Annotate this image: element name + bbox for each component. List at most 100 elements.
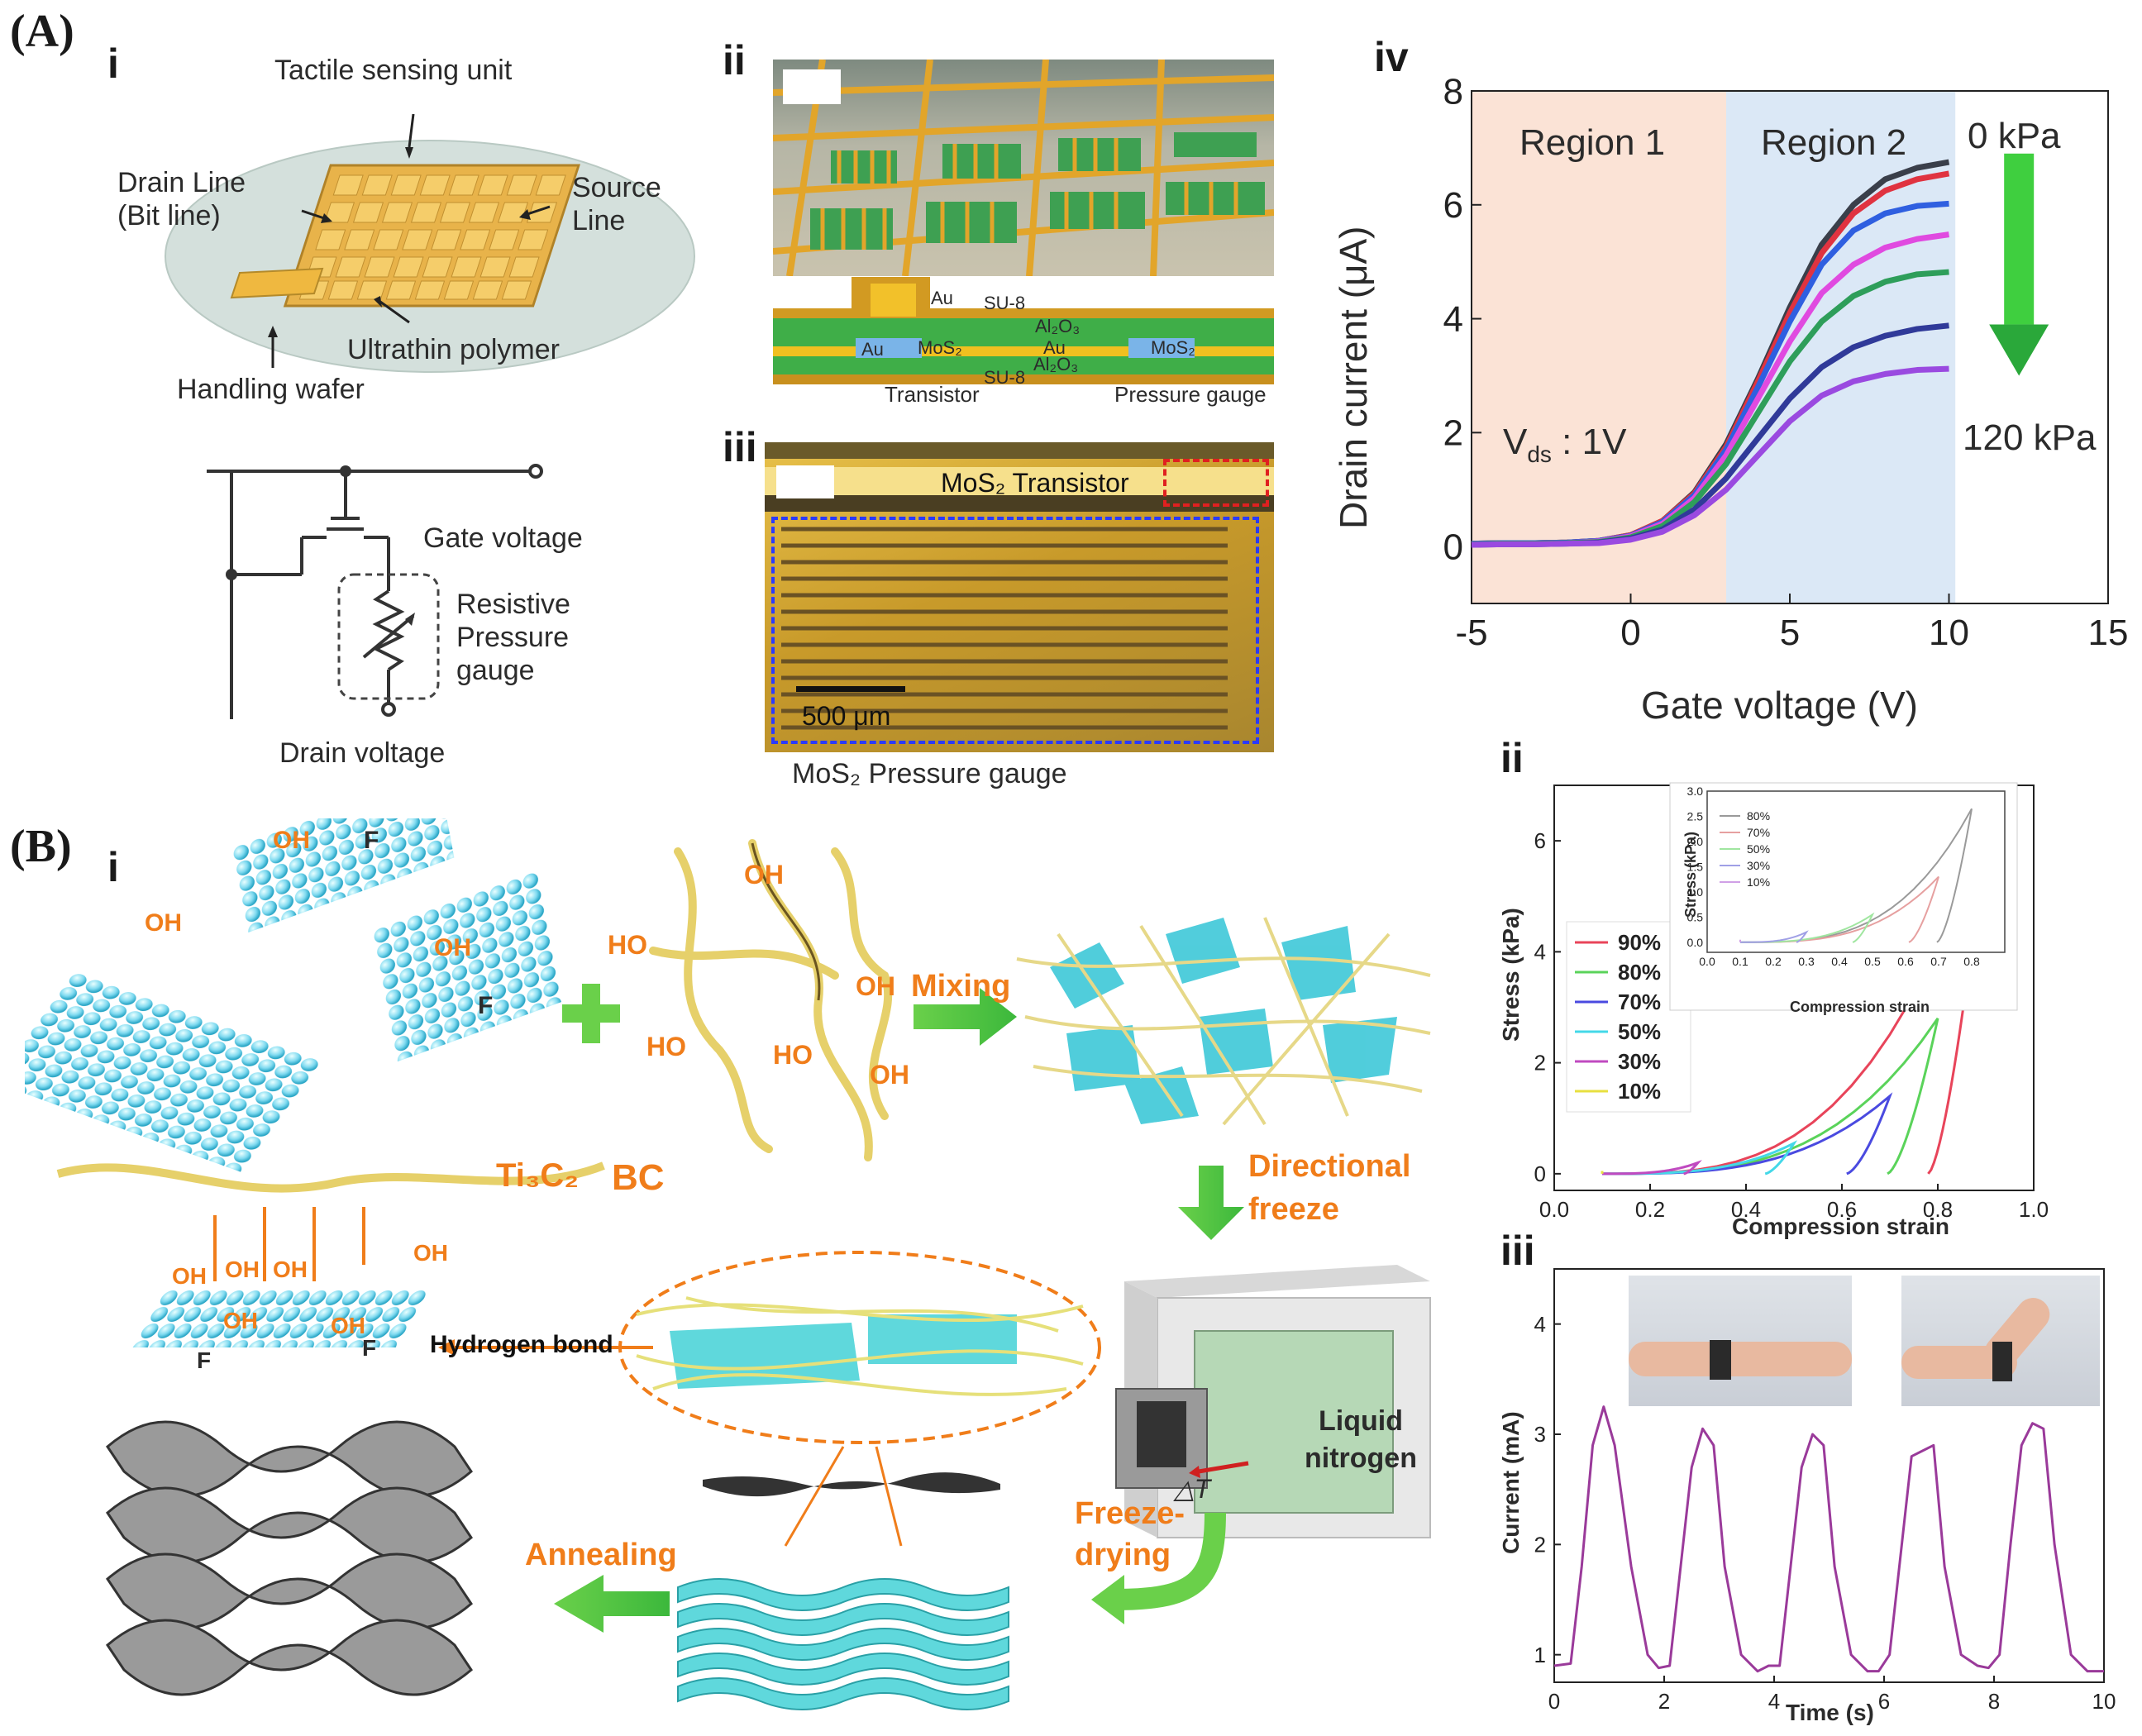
vds-sub: ds bbox=[1527, 441, 1552, 467]
micrograph-image bbox=[765, 442, 1274, 752]
directional-label: Directional bbox=[1248, 1149, 1411, 1184]
iv-region-band bbox=[1472, 91, 1726, 603]
bii-y-tick-label: 4 bbox=[1534, 939, 1546, 964]
bii-legend-label: 50% bbox=[1618, 1019, 1661, 1044]
pressure-label: Pressure bbox=[456, 622, 570, 653]
biii-y-tick-label: 1 bbox=[1534, 1643, 1546, 1667]
bii-inset-x-tick-label: 0.4 bbox=[1831, 955, 1848, 968]
ti3c2-label: Ti₃C₂ bbox=[496, 1157, 579, 1194]
iv-x-tick-label: 10 bbox=[1929, 613, 1969, 653]
bii-inset-series-line-50% bbox=[1739, 912, 1875, 943]
transistor-label: Transistor bbox=[885, 382, 980, 407]
bii-x-tick-label: 0.6 bbox=[1827, 1197, 1857, 1222]
f-label-2: F bbox=[478, 992, 494, 1019]
bii-inset-legend-label: 70% bbox=[1747, 826, 1770, 839]
iv-x-tick-label: 15 bbox=[2088, 613, 2129, 653]
bii-inset-y-tick-label: 2.5 bbox=[1687, 809, 1704, 823]
hb-oh-6: OH bbox=[331, 1313, 365, 1338]
iv-y-tick-label: 6 bbox=[1443, 185, 1463, 226]
panel-label-B-ii: ii bbox=[1500, 735, 1524, 781]
biii-y-tick-label: 3 bbox=[1534, 1422, 1546, 1447]
hb-f-2: F bbox=[362, 1335, 377, 1361]
bii-legend-label: 70% bbox=[1618, 990, 1661, 1014]
ultrathin-polymer-label: Ultrathin polymer bbox=[347, 334, 560, 365]
region-2-label: Region 2 bbox=[1761, 122, 1907, 163]
bii-x-tick-label: 0.2 bbox=[1635, 1197, 1665, 1222]
f-label-1: F bbox=[364, 827, 379, 854]
biii-y-tick-label: 2 bbox=[1534, 1532, 1546, 1557]
pressure-0-label: 0 kPa bbox=[1968, 116, 2061, 156]
iv-x-tick-label: 5 bbox=[1780, 613, 1800, 653]
bii-inset-legend-label: 50% bbox=[1747, 842, 1770, 856]
iv-y-tick-label: 8 bbox=[1443, 71, 1463, 112]
bii-inset-x-tick-label: 0.3 bbox=[1798, 955, 1815, 968]
bii-x-tick-label: 0.4 bbox=[1731, 1197, 1761, 1222]
bii-inset-x-tick-label: 0.6 bbox=[1897, 955, 1914, 968]
bii-x-tick-label: 0.8 bbox=[1923, 1197, 1953, 1222]
bii-inset-x-tick-label: 0.5 bbox=[1864, 955, 1881, 968]
pressure-arrow-shaft bbox=[2004, 153, 2035, 325]
biii-x-tick-label: 8 bbox=[1988, 1689, 2000, 1714]
bii-x-tick-label: 0.0 bbox=[1539, 1197, 1569, 1222]
bc-oh-label-2: OH bbox=[856, 971, 895, 1001]
bii-inset-legend-label: 80% bbox=[1747, 809, 1770, 823]
bii-inset-y-label: Stress (kPa) bbox=[1682, 831, 1699, 918]
au-top-label: Au bbox=[931, 288, 953, 308]
bii-y-tick-label: 6 bbox=[1534, 828, 1546, 853]
su8-top-label: SU-8 bbox=[984, 293, 1026, 313]
bii-inset-x-label: Compression strain bbox=[1790, 999, 1930, 1015]
freeze-drying-label-1: Freeze- bbox=[1075, 1496, 1185, 1531]
bii-inset-axes bbox=[1706, 790, 2006, 953]
pressure-gauge-caption: MoS₂ Pressure gauge bbox=[792, 758, 1067, 789]
pressure-120-label: 120 kPa bbox=[1963, 417, 2097, 458]
pressure-gauge-label: Pressure gauge bbox=[1114, 382, 1267, 407]
panel-label-B-iii: iii bbox=[1500, 1228, 1535, 1274]
drain-voltage-label: Drain voltage bbox=[279, 737, 446, 769]
panel-label-A-iii: iii bbox=[723, 424, 757, 470]
hb-oh-3: OH bbox=[273, 1257, 308, 1282]
gate-voltage-label: Gate voltage bbox=[423, 522, 583, 554]
bii-x-axis-label: Compression strain bbox=[1732, 1214, 1949, 1239]
bii-inset-y-tick-label: 0.0 bbox=[1687, 936, 1704, 949]
biii-x-tick-label: 2 bbox=[1658, 1689, 1670, 1714]
oh-label-2: OH bbox=[145, 909, 182, 937]
hb-oh-1: OH bbox=[172, 1263, 207, 1289]
au-left-label: Au bbox=[861, 339, 884, 360]
source-line-label-1: Source bbox=[572, 172, 661, 203]
bii-inset-series-line-70% bbox=[1739, 875, 1939, 943]
handling-wafer-label: Handling wafer bbox=[177, 374, 365, 405]
resistive-label: Resistive bbox=[456, 589, 570, 620]
bc-label: BC bbox=[612, 1157, 665, 1198]
arm-bent-photo bbox=[1901, 1276, 2100, 1406]
panel-label-B: (B) bbox=[10, 821, 72, 872]
biii-series-line bbox=[1553, 1405, 2104, 1673]
oh-label-1: OH bbox=[273, 827, 310, 854]
au-mid-label: Au bbox=[1043, 337, 1066, 358]
bii-series-line-30% bbox=[1601, 1160, 1702, 1176]
biii-y-tick-label: 4 bbox=[1534, 1312, 1546, 1337]
region-1-label: Region 1 bbox=[1519, 122, 1666, 163]
bii-inset-x-tick-label: 0.1 bbox=[1732, 955, 1748, 968]
scale-bar-label: 500 μm bbox=[802, 701, 891, 731]
bii-inset-x-tick-label: 0.8 bbox=[1963, 955, 1980, 968]
panel-label-A-ii: ii bbox=[723, 37, 746, 83]
al2o3-bot-label: Al₂O₃ bbox=[1033, 354, 1079, 374]
source-line-label-2: Line bbox=[572, 205, 626, 236]
hb-f-1: F bbox=[197, 1347, 212, 1373]
bii-inset-x-tick-label: 0.0 bbox=[1699, 955, 1715, 968]
iv-x-axis-label: Gate voltage (V) bbox=[1641, 684, 1918, 727]
arm-straight-photo bbox=[1629, 1276, 1852, 1406]
bii-inset-legend-label: 10% bbox=[1747, 875, 1770, 889]
bii-inset-x-tick-label: 0.2 bbox=[1765, 955, 1782, 968]
iv-series-line-7 bbox=[1471, 365, 1949, 548]
bc-ho-label-1: HO bbox=[608, 930, 647, 960]
biii-x-tick-label: 6 bbox=[1878, 1689, 1890, 1714]
iv-x-tick-label: -5 bbox=[1455, 613, 1487, 653]
bii-inset-y-tick-label: 1.0 bbox=[1687, 885, 1704, 899]
annealing-label: Annealing bbox=[525, 1538, 677, 1572]
biii-x-tick-label: 4 bbox=[1768, 1689, 1780, 1714]
bii-y-tick-label: 2 bbox=[1534, 1051, 1546, 1075]
tactile-device-illustration bbox=[165, 113, 695, 373]
